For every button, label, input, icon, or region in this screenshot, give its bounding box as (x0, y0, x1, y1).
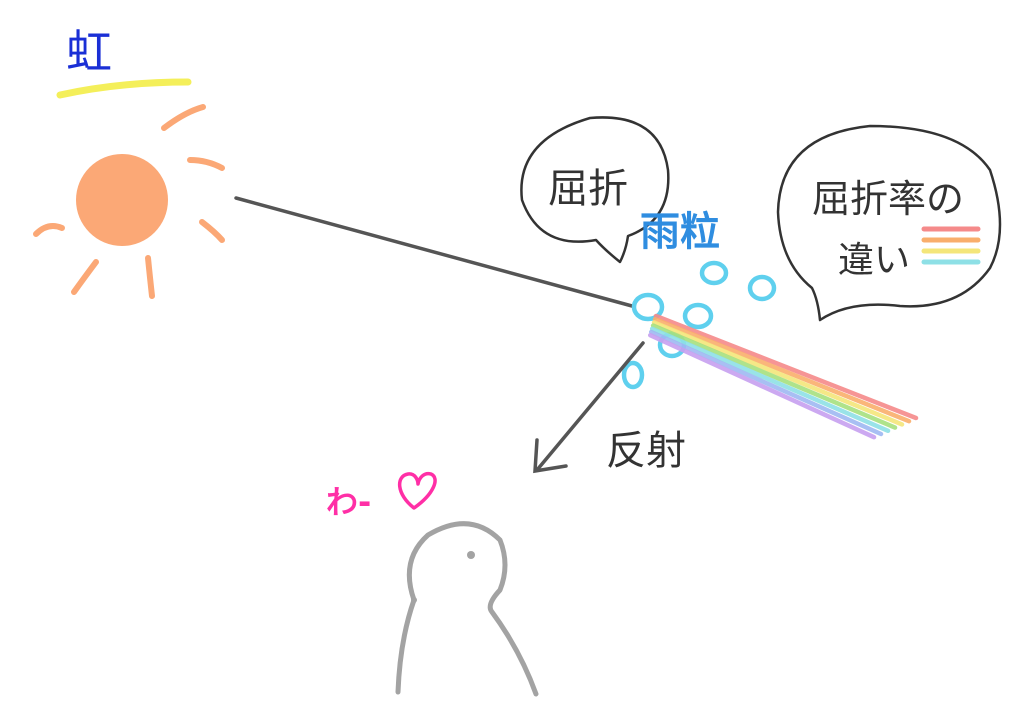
refraction-bubble: 屈折 (520, 116, 670, 264)
raindrop (621, 360, 645, 390)
index-difference-bubble: 屈折率の 違い (776, 124, 1002, 322)
raindrop (699, 260, 729, 286)
person-icon (395, 521, 539, 697)
spectrum-line (650, 323, 898, 430)
title-underline (56, 78, 192, 99)
raindrop-label: 雨粒 (640, 209, 720, 255)
reflection-arrow (533, 341, 645, 474)
reflection-label: 反射 (606, 428, 686, 474)
index-difference-line1: 屈折率の (812, 177, 964, 221)
index-difference-line2: 違い (838, 240, 910, 281)
refraction-label: 屈折 (548, 166, 628, 212)
spectrum-line (652, 316, 912, 424)
spectrum-line (649, 326, 891, 434)
raindrop (631, 292, 665, 322)
raindrop (682, 302, 714, 330)
spectrum-line (653, 313, 919, 421)
rainbow-band (647, 313, 919, 440)
spectrum-line (648, 329, 884, 437)
heart-icon (398, 471, 437, 510)
spectrum-line (651, 320, 905, 427)
spectrum-line (647, 332, 877, 440)
title-text: 虹 (66, 25, 112, 79)
wow-label: わ- (326, 483, 371, 521)
sunlight-ray (234, 196, 634, 308)
rainbow-swatch-icon (921, 226, 981, 265)
raindrop (747, 274, 777, 302)
sun-icon (33, 104, 225, 299)
